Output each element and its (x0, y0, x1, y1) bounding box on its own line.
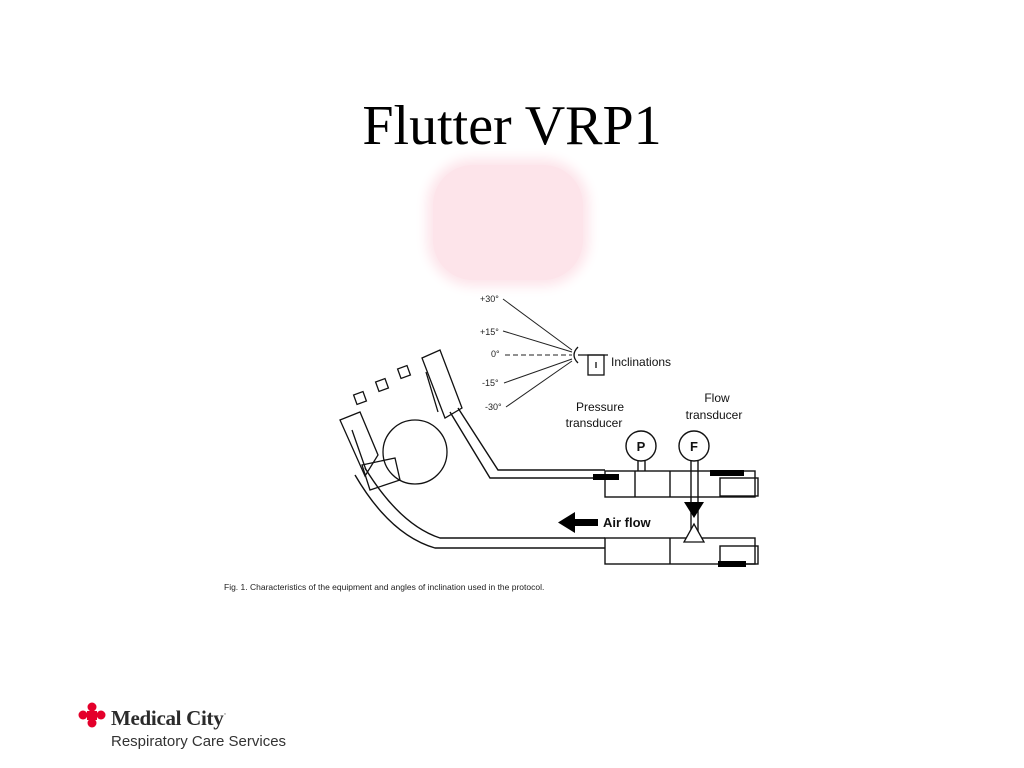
logo-subtitle: Respiratory Care Services (111, 733, 287, 750)
angle-label-minus15: -15° (482, 378, 499, 388)
flow-valve (684, 502, 704, 518)
tube-clamps (593, 470, 746, 567)
angle-label-plus30: +30° (480, 294, 499, 304)
inclinations-label: Inclinations (611, 355, 671, 369)
patient-head (339, 349, 463, 491)
angle-label-zero: 0° (491, 349, 500, 359)
pressure-transducer (625, 430, 657, 471)
flow-transducer-label-line1: Flow (704, 391, 730, 405)
pressure-gauge-letter: P (637, 439, 646, 454)
flow-transducer-label-line2: transducer (686, 408, 743, 422)
slide-title: Flutter VRP1 (362, 95, 662, 157)
medical-cross-icon (78, 702, 106, 728)
angle-label-plus15: +15° (480, 327, 499, 337)
medical-city-logo: Medical City· Respiratory Care Services (78, 700, 338, 760)
pressure-transducer-label-line1: Pressure (576, 400, 624, 414)
logo-name: Medical City (111, 706, 224, 730)
flow-valve-lower (682, 522, 706, 543)
angle-label-minus30: -30° (485, 402, 502, 412)
pressure-transducer-label-line2: transducer (566, 416, 623, 430)
airflow-arrow-icon (558, 512, 598, 533)
inclination-lines (502, 298, 573, 408)
highlight-blob (433, 165, 583, 280)
airflow-label: Air flow (603, 515, 652, 530)
figure-caption: Fig. 1. Characteristics of the equipment… (224, 582, 544, 592)
logo-trademark: · (223, 709, 227, 719)
flow-gauge-letter: F (690, 439, 698, 454)
tubing (354, 407, 759, 565)
inclinometer (573, 346, 608, 376)
flutter-equipment-diagram: +30° +15° 0° -15° -30° Inclinations (224, 294, 759, 592)
flow-transducer (678, 430, 710, 538)
